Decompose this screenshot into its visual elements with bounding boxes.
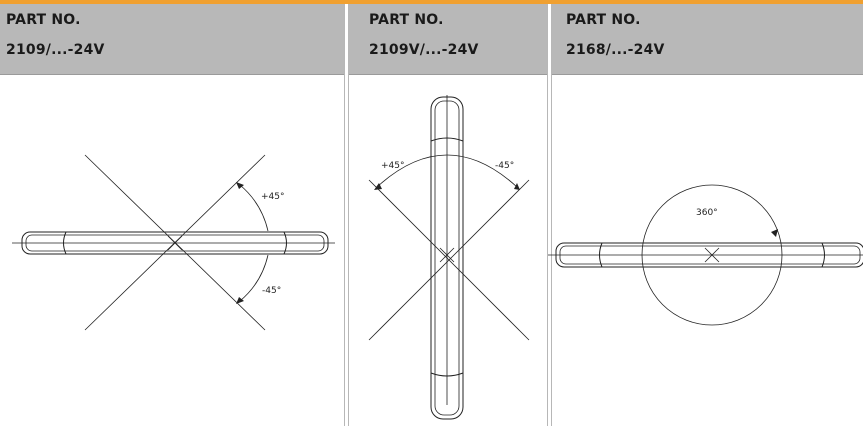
part-no-label: PART NO. <box>369 12 444 28</box>
rotation-diagram-360: 360° <box>548 184 863 326</box>
part-number: 2109V/...-24V <box>369 42 479 58</box>
part-no-label: PART NO. <box>566 12 641 28</box>
column-divider <box>344 4 349 426</box>
column-divider <box>547 4 552 426</box>
angle-arc-lower <box>239 254 269 302</box>
panel-header: PART NO. 2109V/...-24V <box>349 4 547 75</box>
rotation-diagram-horizontal: +45° -45° <box>12 154 335 331</box>
part-number: 2109/...-24V <box>6 42 105 58</box>
panel-header: PART NO. 2109/...-24V <box>0 4 344 75</box>
part-no-label: PART NO. <box>6 12 81 28</box>
angle-label-plus: +45° <box>381 161 405 171</box>
product-panel-2168: PART NO. 2168/...-24V 360° <box>548 4 863 426</box>
angle-arc <box>376 154 518 188</box>
angle-arc-upper <box>239 184 269 232</box>
accent-top-bar <box>0 0 863 4</box>
product-panel-2109v: PART NO. 2109V/...-24V +45° -45° <box>349 4 547 426</box>
diagonal-line-b <box>368 179 530 341</box>
angle-label-360: 360° <box>696 208 718 218</box>
rotation-diagram-vertical: +45° -45° <box>368 95 530 420</box>
panel-header: PART NO. 2168/...-24V <box>552 4 863 75</box>
angle-label-minus: -45° <box>495 161 514 171</box>
part-number: 2168/...-24V <box>566 42 665 58</box>
angle-label-plus: +45° <box>261 192 285 202</box>
product-panel-2109: PART NO. 2109/...-24V +45° -45° <box>0 4 344 426</box>
angle-label-minus: -45° <box>262 286 281 296</box>
